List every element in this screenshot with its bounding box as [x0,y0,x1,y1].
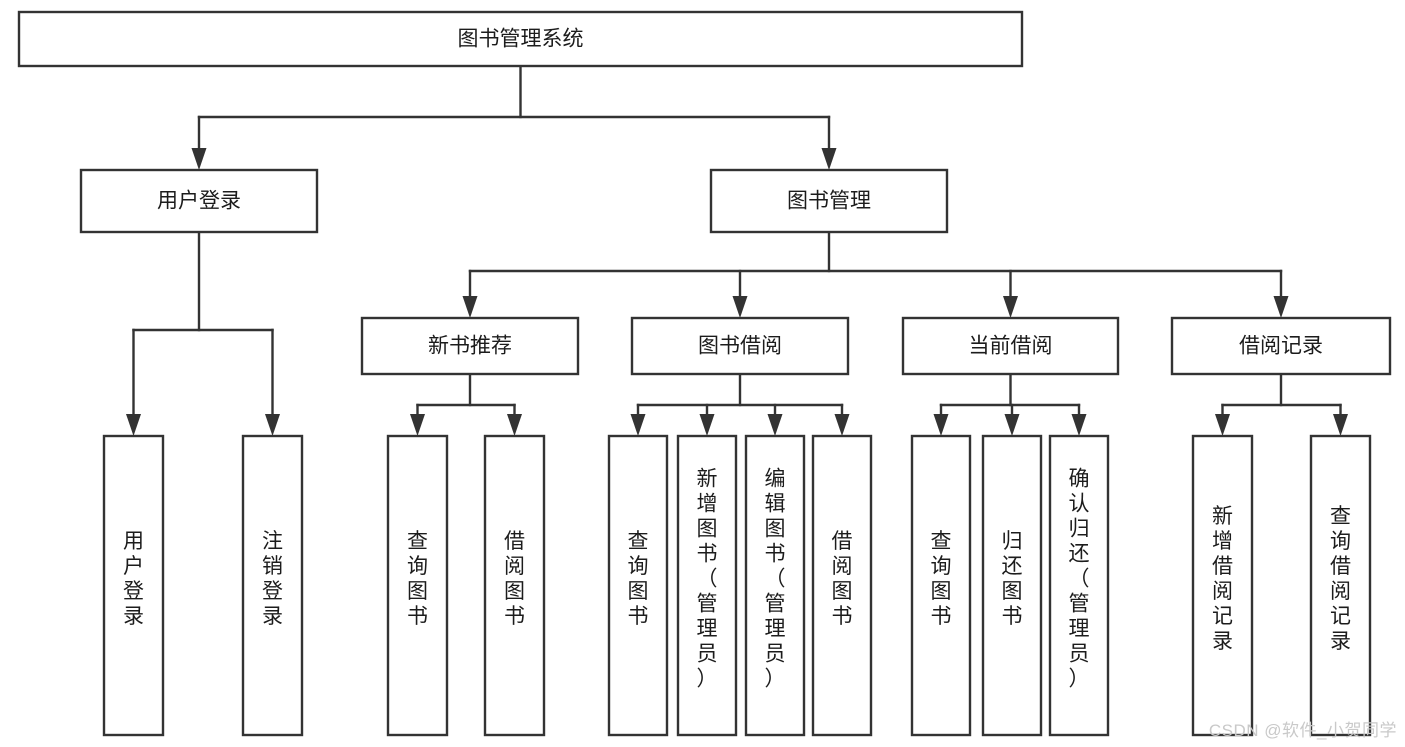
connector-group-user-login [126,230,280,436]
node-box-leaf-return-book[interactable] [981,434,1043,737]
arrow-head-icon [732,296,748,318]
node-box-leaf-edit-book[interactable] [744,434,806,737]
node-box-leaf-query-book-1[interactable] [386,434,449,737]
connector-group-new-book-recommend [410,372,522,436]
node-leaf-add-record[interactable]: 新增借阅记录 [1191,434,1254,737]
node-leaf-return-book[interactable]: 归还图书 [981,434,1043,737]
arrow-head-icon [462,296,478,318]
node-leaf-borrow-book-2[interactable]: 借阅图书 [811,434,873,737]
node-box-leaf-add-record[interactable] [1191,434,1254,737]
node-box-leaf-logout[interactable] [241,434,304,737]
node-label-leaf-logout: 注销登录 [262,530,283,628]
node-label-leaf-borrow-book-1: 借阅图书 [504,530,525,628]
node-box-book-manage[interactable] [709,168,949,234]
connector-group-book-manage [462,230,1289,318]
node-label-leaf-query-record: 查询借阅记录 [1330,505,1351,653]
node-box-leaf-add-book[interactable] [676,434,738,737]
node-label-root: 图书管理系统 [458,28,584,51]
arrow-head-icon [1071,414,1087,436]
node-label-leaf-query-book-1: 查询图书 [407,530,428,628]
node-borrow-record[interactable]: 借阅记录 [1170,316,1392,376]
arrow-head-icon [410,414,425,436]
connector-layer [126,64,1348,436]
node-leaf-query-book-1[interactable]: 查询图书 [386,434,449,737]
arrow-head-icon [630,414,646,436]
node-box-leaf-query-book-2[interactable] [607,434,669,737]
node-label-leaf-borrow-book-2: 借阅图书 [832,530,853,628]
node-label-leaf-add-book: 新增图书（管理员） [697,468,718,691]
node-label-borrow-record: 借阅记录 [1239,335,1323,358]
arrow-head-icon [191,148,207,170]
node-book-manage[interactable]: 图书管理 [709,168,949,234]
arrow-head-icon [1215,414,1230,436]
arrow-head-icon [933,414,949,436]
node-box-leaf-user-login[interactable] [102,434,165,737]
node-label-leaf-return-book: 归还图书 [1002,530,1023,628]
node-label-leaf-add-record: 新增借阅记录 [1212,505,1233,653]
arrow-head-icon [1273,296,1289,318]
node-box-user-login[interactable] [79,168,319,234]
arrow-head-icon [1004,414,1020,436]
arrow-head-icon [834,414,850,436]
arrow-head-icon [265,414,280,436]
node-label-leaf-query-book-3: 查询图书 [931,530,952,628]
arrow-head-icon [821,148,837,170]
node-label-book-borrow: 图书借阅 [698,335,782,358]
node-box-book-borrow[interactable] [630,316,850,376]
arrow-head-icon [507,414,522,436]
node-leaf-edit-book[interactable]: 编辑图书（管理员） [744,434,806,737]
node-leaf-confirm-return[interactable]: 确认归还（管理员） [1048,434,1110,737]
connector-group-book-borrow [630,372,850,436]
node-leaf-query-book-3[interactable]: 查询图书 [910,434,972,737]
node-label-new-book-recommend: 新书推荐 [428,335,512,358]
node-box-borrow-record[interactable] [1170,316,1392,376]
watermark-label: CSDN @软件_小贺同学 [1208,721,1397,740]
node-leaf-query-book-2[interactable]: 查询图书 [607,434,669,737]
node-label-leaf-query-book-2: 查询图书 [628,530,649,628]
node-user-login[interactable]: 用户登录 [79,168,319,234]
node-label-current-borrow: 当前借阅 [969,335,1053,358]
arrow-head-icon [1333,414,1348,436]
node-leaf-add-book[interactable]: 新增图书（管理员） [676,434,738,737]
node-box-current-borrow[interactable] [901,316,1120,376]
node-box-root[interactable] [17,10,1024,68]
node-new-book-recommend[interactable]: 新书推荐 [360,316,580,376]
arrow-head-icon [699,414,715,436]
node-label-leaf-confirm-return: 确认归还（管理员） [1069,468,1090,691]
node-label-book-manage: 图书管理 [787,190,871,213]
node-book-borrow[interactable]: 图书借阅 [630,316,850,376]
arrow-head-icon [767,414,783,436]
node-label-leaf-edit-book: 编辑图书（管理员） [765,468,786,691]
node-leaf-borrow-book-1[interactable]: 借阅图书 [483,434,546,737]
node-leaf-logout[interactable]: 注销登录 [241,434,304,737]
connector-group-current-borrow [933,372,1087,436]
node-box-leaf-borrow-book-2[interactable] [811,434,873,737]
node-layer: 图书管理系统用户登录图书管理新书推荐图书借阅当前借阅借阅记录用户登录注销登录查询… [17,10,1392,737]
node-box-new-book-recommend[interactable] [360,316,580,376]
node-root[interactable]: 图书管理系统 [17,10,1024,68]
node-label-user-login: 用户登录 [157,190,241,213]
node-box-leaf-confirm-return[interactable] [1048,434,1110,737]
node-box-leaf-query-book-3[interactable] [910,434,972,737]
connector-group-root [191,64,837,170]
node-current-borrow[interactable]: 当前借阅 [901,316,1120,376]
node-box-leaf-borrow-book-1[interactable] [483,434,546,737]
arrow-head-icon [1003,296,1018,318]
node-leaf-user-login[interactable]: 用户登录 [102,434,165,737]
arrow-head-icon [126,414,141,436]
node-box-leaf-query-record[interactable] [1309,434,1372,737]
node-label-leaf-user-login: 用户登录 [123,530,144,628]
connector-group-borrow-record [1215,372,1348,436]
node-leaf-query-record[interactable]: 查询借阅记录 [1309,434,1372,737]
